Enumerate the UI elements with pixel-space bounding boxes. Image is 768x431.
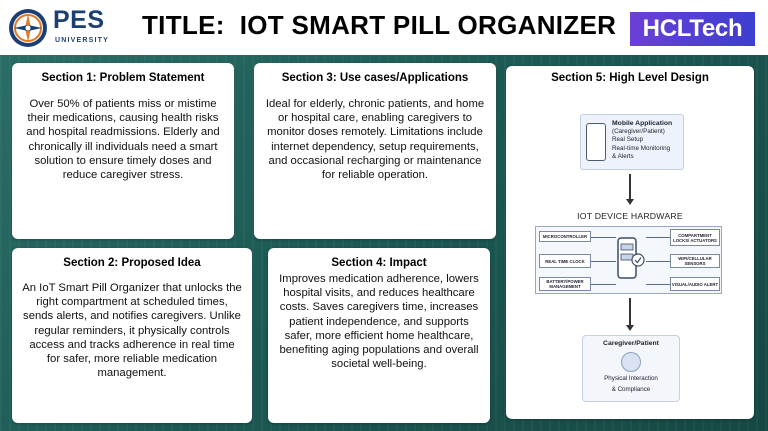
mobile-app-line: Real-time Monitoring	[612, 144, 671, 152]
mobile-app-line: & Alerts	[612, 152, 634, 160]
mobile-app-line: Real Setup	[612, 136, 644, 144]
caregiver-box: Caregiver/Patient Physical Interaction &…	[582, 335, 680, 402]
hardware-diagram: MICROCONTROLLER REAL TIME CLOCK BATTERY/…	[535, 226, 722, 294]
section-body: An IoT Smart Pill Organizer that unlocks…	[22, 282, 242, 380]
section-3-card: Section 3: Use cases/Applications Ideal …	[254, 63, 496, 239]
page-title: TITLE: IOT SMART PILL ORGANIZER	[142, 10, 617, 40]
rtc-label: REAL TIME CLOCK	[539, 254, 591, 268]
hcltech-logo: HCLTech	[630, 12, 755, 46]
pes-logo-subtext: UNIVERSITY	[55, 37, 110, 44]
connector-line	[646, 237, 670, 238]
section-heading: Section 2: Proposed Idea	[63, 257, 201, 269]
hardware-title: IOT DEVICE HARDWARE	[577, 211, 683, 221]
connector-line	[646, 261, 670, 262]
section-body: Over 50% of patients miss or mistime the…	[26, 98, 220, 182]
connector-line	[591, 284, 616, 285]
caregiver-title: Caregiver/Patient	[603, 340, 659, 347]
compartment-locks-label: COMPARTMENT LOCKS/ ACTUATORS	[670, 229, 720, 246]
mobile-app-line: (Caregiver/Patient)	[612, 128, 665, 136]
caregiver-line: & Compliance	[611, 386, 651, 393]
microcontroller-label: MICROCONTROLLER	[539, 231, 591, 242]
section-body: Improves medication adherence, lowers ho…	[279, 273, 479, 371]
section-heading: Section 5: High Level Design	[551, 72, 709, 84]
caregiver-line: Physical Interaction	[604, 375, 658, 382]
section-2-card: Section 2: Proposed Idea An IoT Smart Pi…	[12, 248, 252, 423]
down-arrow-icon	[626, 298, 634, 331]
smartphone-icon	[586, 123, 606, 161]
battery-label: BATTERY/POWER MANAGEMENT	[539, 277, 591, 291]
section-1-card: Section 1: Problem Statement Over 50% of…	[12, 63, 234, 239]
visual-alert-label: VISUAL/AUDIO ALERT	[670, 277, 720, 291]
connector-line	[646, 284, 670, 285]
header-bar: PES UNIVERSITY TITLE: IOT SMART PILL ORG…	[0, 0, 768, 55]
smart-device-icon	[617, 237, 645, 279]
mobile-app-title: Mobile Application	[612, 120, 673, 127]
section-body: Ideal for elderly, chronic patients, and…	[265, 98, 485, 182]
down-arrow-icon	[626, 174, 634, 205]
section-4-card: Section 4: Impact Improves medication ad…	[268, 248, 490, 423]
pes-compass-logo-icon	[9, 9, 47, 47]
pes-logo-text: PES	[53, 6, 105, 34]
mobile-app-text: Mobile Application (Caregiver/Patient) R…	[612, 120, 672, 161]
connector-line	[591, 261, 616, 262]
section-heading: Section 3: Use cases/Applications	[281, 72, 469, 84]
section-heading: Section 4: Impact	[331, 257, 427, 269]
people-icon	[621, 352, 641, 372]
wifi-sensors-label: WIFI/CELLULAR SENSORS	[670, 254, 720, 268]
connector-line	[591, 237, 616, 238]
section-5-card: Section 5: High Level Design Mobile Appl…	[506, 66, 754, 419]
mobile-app-box: Mobile Application (Caregiver/Patient) R…	[580, 114, 684, 170]
section-heading: Section 1: Problem Statement	[41, 72, 205, 84]
